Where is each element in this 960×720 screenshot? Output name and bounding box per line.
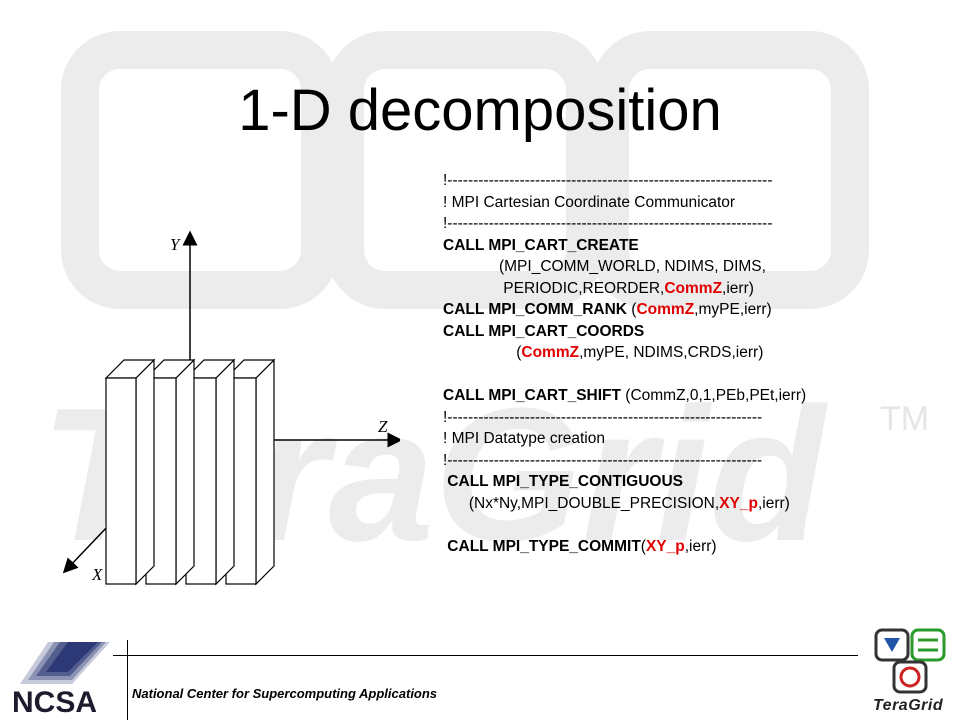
slab-side [175,358,195,586]
code-text: ( [627,301,637,318]
ncsa-logo-text: NCSA [12,686,97,718]
footer-org-name: National Center for Supercomputing Appli… [132,686,438,701]
code-line: CALL MPI_TYPE_COMMIT(XY_p,ierr) [443,536,806,558]
code-text: ( [640,537,646,555]
code-text: ,ierr) [684,537,717,555]
code-line: ! MPI Datatype creation [443,428,806,450]
z-axis-label: Z [378,417,388,436]
code-highlight: CommZ [521,344,580,361]
code-highlight: XY_p [645,537,685,555]
code-line: CALL MPI_CART_COORDS [443,321,806,343]
slab-front [105,377,137,585]
code-text: ! MPI Cartesian Coordinate Communicator [443,193,736,211]
code-text: ,ierr) [722,279,754,297]
code-line: !---------------------------------------… [443,213,806,235]
decomposition-diagram: Y Z X [62,230,400,586]
x-axis-label: X [91,565,103,584]
code-text: CALL MPI_TYPE_CONTIGUOUS [443,473,683,490]
slab-side [215,358,235,586]
slide-title: 1-D decomposition [238,78,722,143]
code-text: ,ierr) [757,494,790,512]
code-text: CALL MPI_TYPE_COMMIT [443,537,641,555]
code-line: PERIODIC,REORDER,CommZ,ierr) [443,278,806,300]
code-text: (Nx*Ny,MPI_DOUBLE_PRECISION, [443,494,720,512]
code-line: !---------------------------------------… [443,407,806,429]
code-text: ,myPE,ierr) [694,301,772,318]
code-text: ! MPI Datatype creation [443,430,605,447]
code-text: !---------------------------------------… [443,408,763,426]
slab-side [135,358,155,586]
code-line: (MPI_COMM_WORLD, NDIMS, DIMS, [443,256,806,278]
code-line [443,364,806,386]
teragrid-logo-text: TeraGrid [873,697,944,714]
code-line: CALL MPI_CART_CREATE [443,235,806,257]
y-axis-label: Y [170,235,181,254]
code-text: !---------------------------------------… [443,172,773,189]
trademark-watermark: TM [880,400,929,438]
code-line: CALL MPI_COMM_RANK (CommZ,myPE,ierr) [443,299,806,321]
ncsa-logo: NCSA [12,642,110,718]
code-text: CALL MPI_CART_COORDS [443,322,645,340]
code-line: CALL MPI_CART_SHIFT (CommZ,0,1,PEb,PEt,i… [443,385,806,407]
footer-divider [127,640,128,720]
code-line: (Nx*Ny,MPI_DOUBLE_PRECISION,XY_p,ierr) [443,493,806,515]
code-line [443,514,806,536]
code-text: PERIODIC,REORDER, [443,279,665,297]
code-line: ! MPI Cartesian Coordinate Communicator [443,192,806,214]
code-text: CALL MPI_COMM_RANK [443,301,627,318]
code-line: CALL MPI_TYPE_CONTIGUOUS [443,471,806,493]
code-highlight: CommZ [664,279,723,297]
code-highlight: CommZ [636,301,695,318]
code-text: (CommZ,0,1,PEb,PEt,ierr) [620,387,807,404]
code-line: (CommZ,myPE, NDIMS,CRDS,ierr) [443,342,806,364]
code-line: !---------------------------------------… [443,450,806,472]
code-text: CALL MPI_CART_CREATE [443,236,639,254]
footer-rule [113,655,858,656]
code-text: ,myPE, NDIMS,CRDS,ierr) [579,344,764,361]
code-block: !---------------------------------------… [443,170,806,557]
code-text: !---------------------------------------… [443,215,773,232]
code-text: CALL MPI_CART_SHIFT [443,387,621,404]
code-text: (MPI_COMM_WORLD, NDIMS, DIMS, [443,258,766,275]
slab-side [255,358,275,586]
teragrid-logo [874,628,946,694]
code-text: !---------------------------------------… [443,451,763,469]
code-highlight: XY_p [719,494,758,512]
code-text: ( [443,344,522,361]
code-line: !---------------------------------------… [443,170,806,192]
